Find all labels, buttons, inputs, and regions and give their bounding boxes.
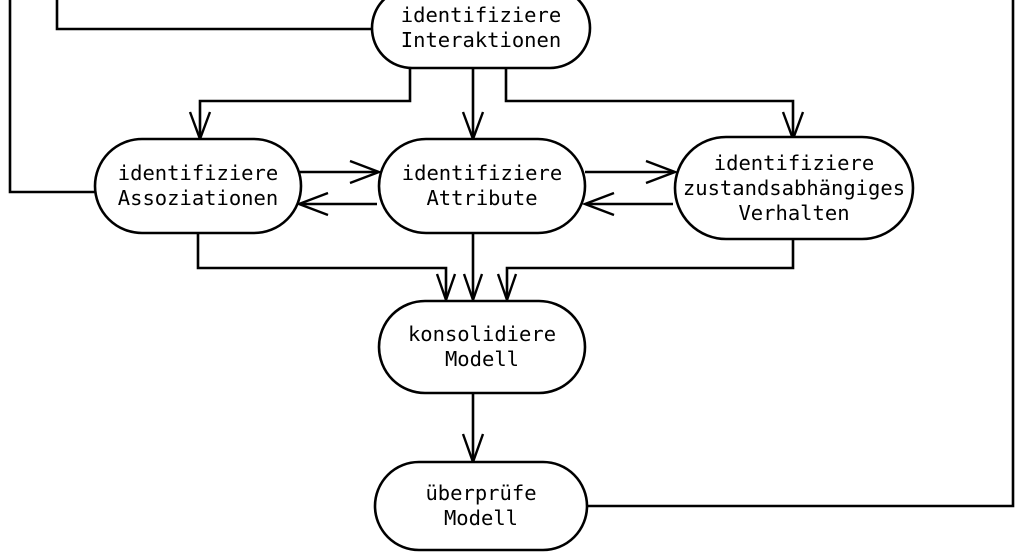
node-label-ueberpruefe-line1: überprüfe (425, 481, 536, 505)
arrowhead-zustandsverhalten-to-attribute (581, 191, 615, 217)
arrowhead-attribute-to-zustandsverhalten (645, 159, 679, 185)
node-shape-assoziationen (93, 137, 303, 235)
edge-zustandsverhalten-to-konsolidiere (505, 239, 795, 298)
node-label-interaktionen-line1: identifiziere (401, 3, 561, 27)
node-shape-attribute (377, 137, 587, 235)
node-identifiziere-attribute[interactable]: identifiziere Attribute (377, 137, 587, 235)
node-label-ueberpruefe-line2: Modell (444, 506, 518, 530)
arrowhead-attribute-to-assoziationen (295, 191, 329, 217)
node-konsolidiere-modell[interactable]: konsolidiere Modell (377, 299, 587, 395)
edge-interaktionen-to-assoziationen (198, 68, 412, 137)
edge-ueberpruefe-feedback-right (588, 0, 1015, 508)
node-identifiziere-assoziationen[interactable]: identifiziere Assoziationen (93, 137, 303, 235)
node-label-konsolidiere-line2: Modell (445, 347, 519, 371)
nodes-layer: identifiziere Interaktionen identifizier… (93, 0, 915, 552)
node-label-attribute-line1: identifiziere (402, 161, 562, 185)
node-label-assoziationen-line2: Assoziationen (118, 186, 278, 210)
node-label-zustandsverhalten-line1: identifiziere (714, 151, 874, 175)
edge-feedback-left-outer-to-assoziationen (8, 0, 97, 194)
arrowhead-assoziationen-to-attribute (349, 159, 383, 185)
node-shape-ueberpruefe (373, 460, 589, 552)
edge-feedback-left-inner-to-interaktionen (55, 0, 374, 31)
node-ueberpruefe-modell[interactable]: überprüfe Modell (373, 460, 589, 552)
node-label-attribute-line2: Attribute (426, 186, 537, 210)
node-shape-konsolidiere (377, 299, 587, 395)
edge-assoziationen-to-konsolidiere (196, 234, 448, 298)
node-label-assoziationen-line1: identifiziere (118, 161, 278, 185)
node-shape-interaktionen (370, 0, 592, 70)
edge-interaktionen-to-zustandsverhalten (504, 68, 795, 137)
node-shape-zustandsverhalten (673, 135, 915, 241)
node-label-zustandsverhalten-line2: zustandsabhängiges (683, 176, 905, 200)
node-label-interaktionen-line2: Interaktionen (401, 28, 561, 52)
node-label-zustandsverhalten-line3: Verhalten (738, 201, 849, 225)
connectors-layer (8, 0, 1015, 508)
node-label-konsolidiere-line1: konsolidiere (408, 322, 556, 346)
node-identifiziere-interaktionen[interactable]: identifiziere Interaktionen (370, 0, 592, 70)
node-identifiziere-zustandsabhaengiges-verhalten[interactable]: identifiziere zustandsabhängiges Verhalt… (673, 135, 915, 241)
